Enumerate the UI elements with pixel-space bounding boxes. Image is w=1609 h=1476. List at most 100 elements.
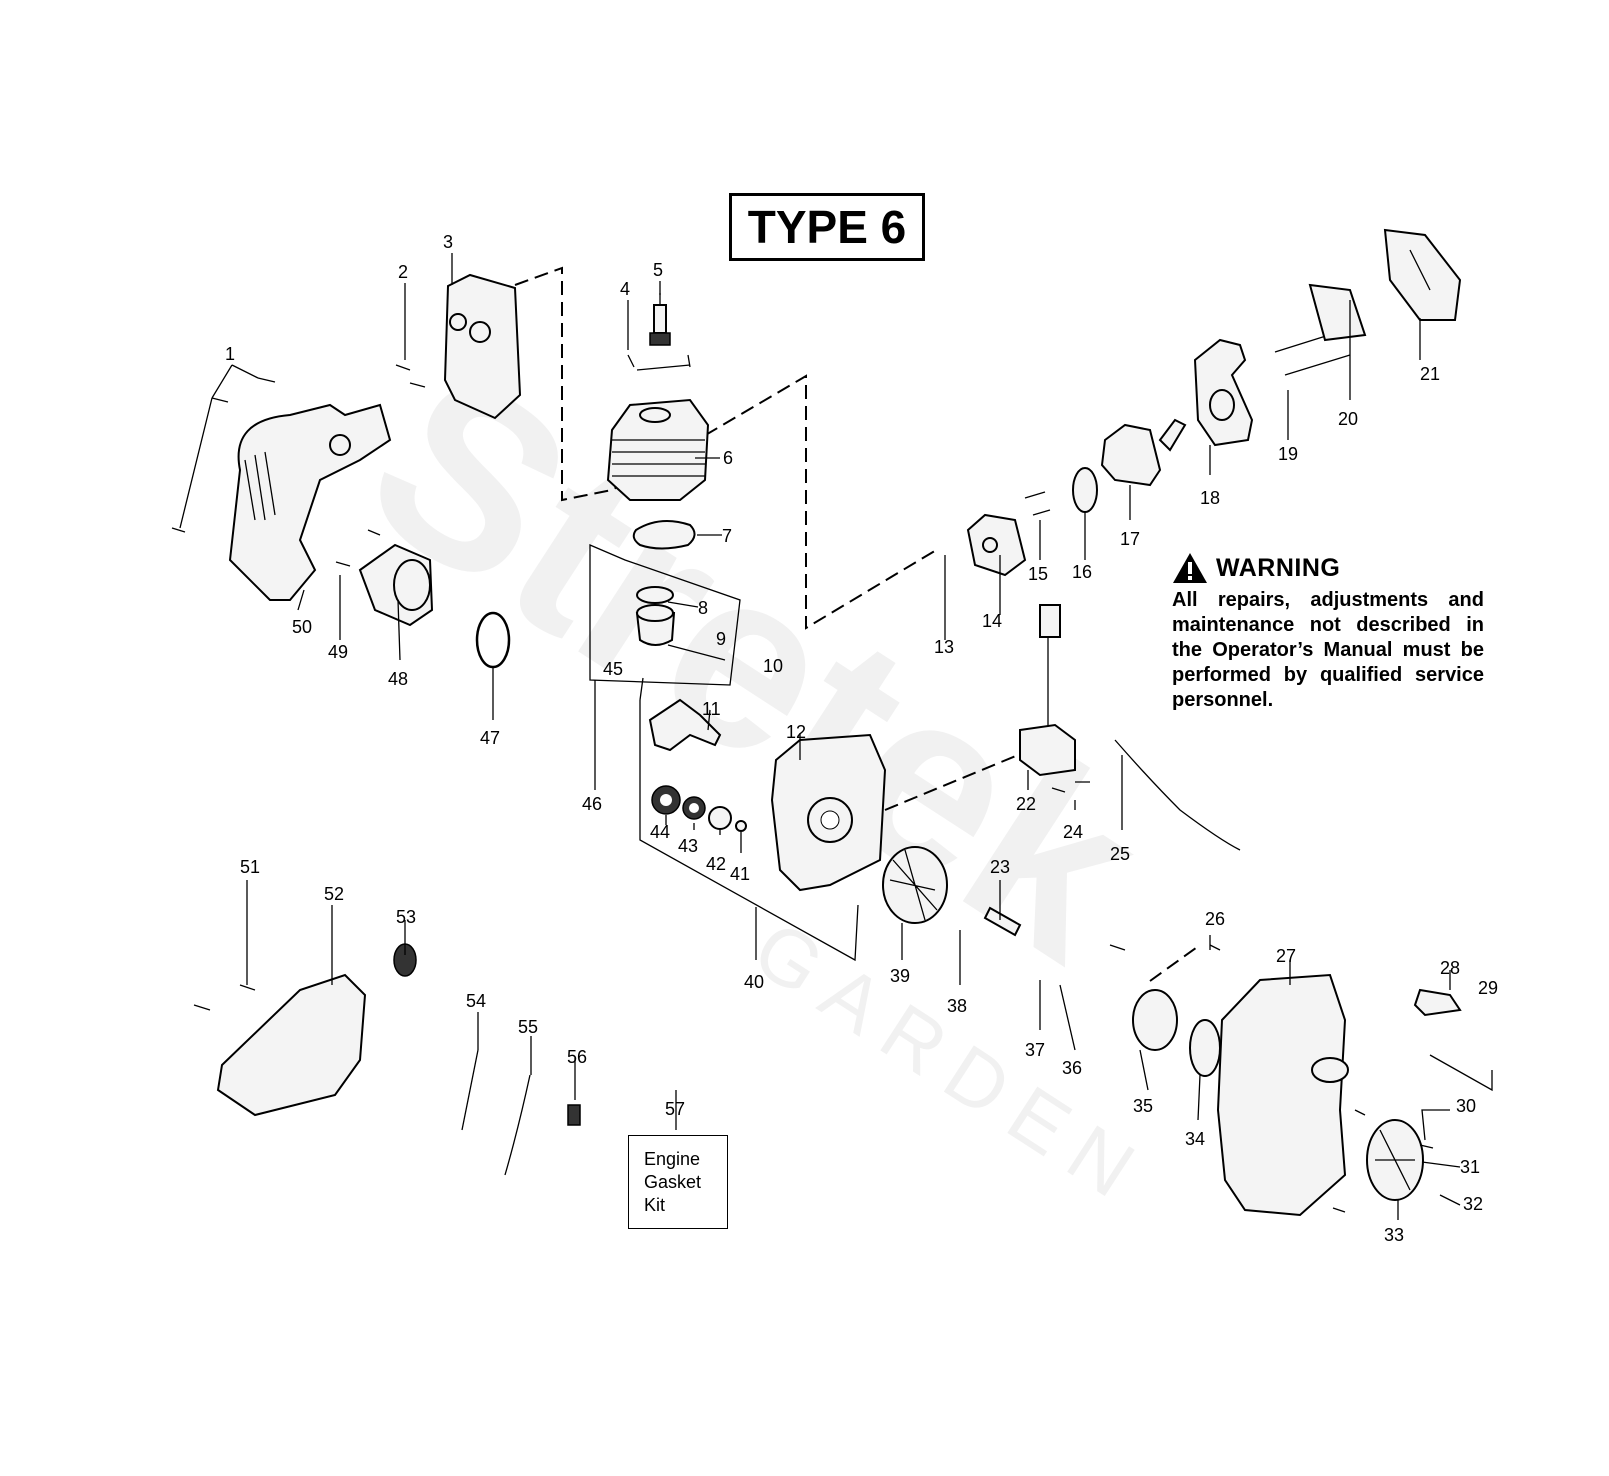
gasket-kit-box: Engine Gasket Kit: [628, 1135, 728, 1229]
part-muffler: [358, 543, 434, 627]
callout-28: 28: [1440, 958, 1460, 978]
kit-line-2: Gasket: [644, 1172, 702, 1192]
part-piston: [635, 586, 676, 646]
part-carburetor: [1100, 418, 1187, 487]
callout-5: 5: [653, 260, 663, 280]
callout-1: 1: [225, 344, 235, 364]
callout-57: 57: [665, 1099, 685, 1119]
callout-26: 26: [1205, 909, 1225, 929]
callout-30: 30: [1456, 1096, 1476, 1116]
assembly-lines: [514, 266, 1201, 982]
callout-51: 51: [240, 857, 260, 877]
callout-10: 10: [763, 656, 783, 676]
callout-18: 18: [1200, 488, 1220, 508]
part-crankshaft: [648, 698, 722, 752]
callout-6: 6: [723, 448, 733, 468]
callout-39: 39: [890, 966, 910, 986]
diagram-title: TYPE 6: [729, 193, 925, 261]
part-starter-pulley-housing: [1366, 1119, 1424, 1201]
callout-20: 20: [1338, 409, 1358, 429]
callout-4: 4: [620, 279, 630, 299]
part-crankcase: [770, 733, 887, 892]
callout-37: 37: [1025, 1040, 1045, 1060]
part-intake-gasket: [1072, 467, 1098, 513]
callout-36: 36: [1062, 1058, 1082, 1078]
callout-29: 29: [1478, 978, 1498, 998]
callout-35: 35: [1133, 1096, 1153, 1116]
callout-14: 14: [982, 611, 1002, 631]
warning-body: All repairs, adjustments and maintenance…: [1172, 589, 1484, 711]
callout-34: 34: [1185, 1129, 1205, 1149]
callout-54: 54: [466, 991, 486, 1011]
leader-lines: [179, 253, 1493, 1220]
part-spacer: [983, 906, 1022, 937]
callout-16: 16: [1072, 562, 1092, 582]
part-cylinder: [606, 398, 710, 501]
callout-32: 32: [1463, 1194, 1483, 1214]
part-fuel-line-55: [504, 1074, 531, 1176]
callout-44: 44: [650, 822, 670, 842]
callout-7: 7: [722, 526, 732, 546]
callout-2: 2: [398, 262, 408, 282]
callout-22: 22: [1016, 794, 1036, 814]
callout-46: 46: [582, 794, 602, 814]
part-air-filter: [1308, 283, 1367, 342]
part-flywheel: [882, 846, 948, 924]
callout-24: 24: [1063, 822, 1083, 842]
callout-49: 49: [328, 642, 348, 662]
callout-40: 40: [744, 972, 764, 992]
warning-heading: WARNING: [1216, 553, 1341, 582]
callout-52: 52: [324, 884, 344, 904]
part-seal-42: [708, 806, 732, 830]
callout-23: 23: [990, 857, 1010, 877]
part-ring-41: [735, 820, 747, 832]
warning-heading-row: WARNING: [1172, 552, 1484, 584]
callout-31: 31: [1460, 1157, 1480, 1177]
callout-42: 42: [706, 854, 726, 874]
callout-3: 3: [443, 232, 453, 252]
callout-numbers: 1 2 3 4 5 6 7 8 9 10 11 12 13 14 15 16 1…: [225, 232, 1498, 1245]
callout-11: 11: [702, 699, 721, 719]
callout-56: 56: [567, 1047, 587, 1067]
callout-21: 21: [1420, 364, 1440, 384]
callout-38: 38: [947, 996, 967, 1016]
part-o-ring: [475, 611, 511, 669]
callout-12: 12: [786, 722, 806, 742]
part-air-box: [443, 273, 522, 420]
callout-55: 55: [518, 1017, 538, 1037]
callout-17: 17: [1120, 529, 1140, 549]
callout-25: 25: [1110, 844, 1130, 864]
callout-45: 45: [603, 659, 623, 679]
part-starter-handle: [1413, 988, 1462, 1017]
callout-33: 33: [1384, 1225, 1404, 1245]
callout-8: 8: [698, 598, 708, 618]
part-cylinder-gasket: [632, 520, 696, 550]
callout-53: 53: [396, 907, 416, 927]
kit-line-1: Engine: [644, 1149, 701, 1169]
part-filter-cover: [1383, 228, 1462, 321]
callout-9: 9: [716, 629, 726, 649]
kit-line-3: Kit: [644, 1195, 666, 1215]
callout-27: 27: [1276, 946, 1296, 966]
part-fuel-filter: [567, 1104, 581, 1126]
part-starter-housing: [1216, 973, 1349, 1217]
part-spark-plug: [649, 293, 671, 346]
callout-43: 43: [678, 836, 698, 856]
part-screws: [171, 354, 1434, 1213]
callout-13: 13: [934, 637, 954, 657]
callout-50: 50: [292, 617, 312, 637]
watermark-brand: Stretek: [325, 316, 1189, 1012]
callout-48: 48: [388, 669, 408, 689]
part-muffler-shield: [216, 973, 367, 1117]
part-ignition-module: [1019, 604, 1076, 777]
part-fuel-line-54: [461, 1049, 479, 1131]
part-intake: [966, 513, 1027, 577]
part-filter-housing: [1193, 338, 1254, 447]
part-washer: [1189, 1019, 1221, 1077]
callout-41: 41: [730, 864, 750, 884]
part-pulley: [1132, 989, 1178, 1051]
callout-47: 47: [480, 728, 500, 748]
part-ground-wire: [1114, 739, 1241, 851]
